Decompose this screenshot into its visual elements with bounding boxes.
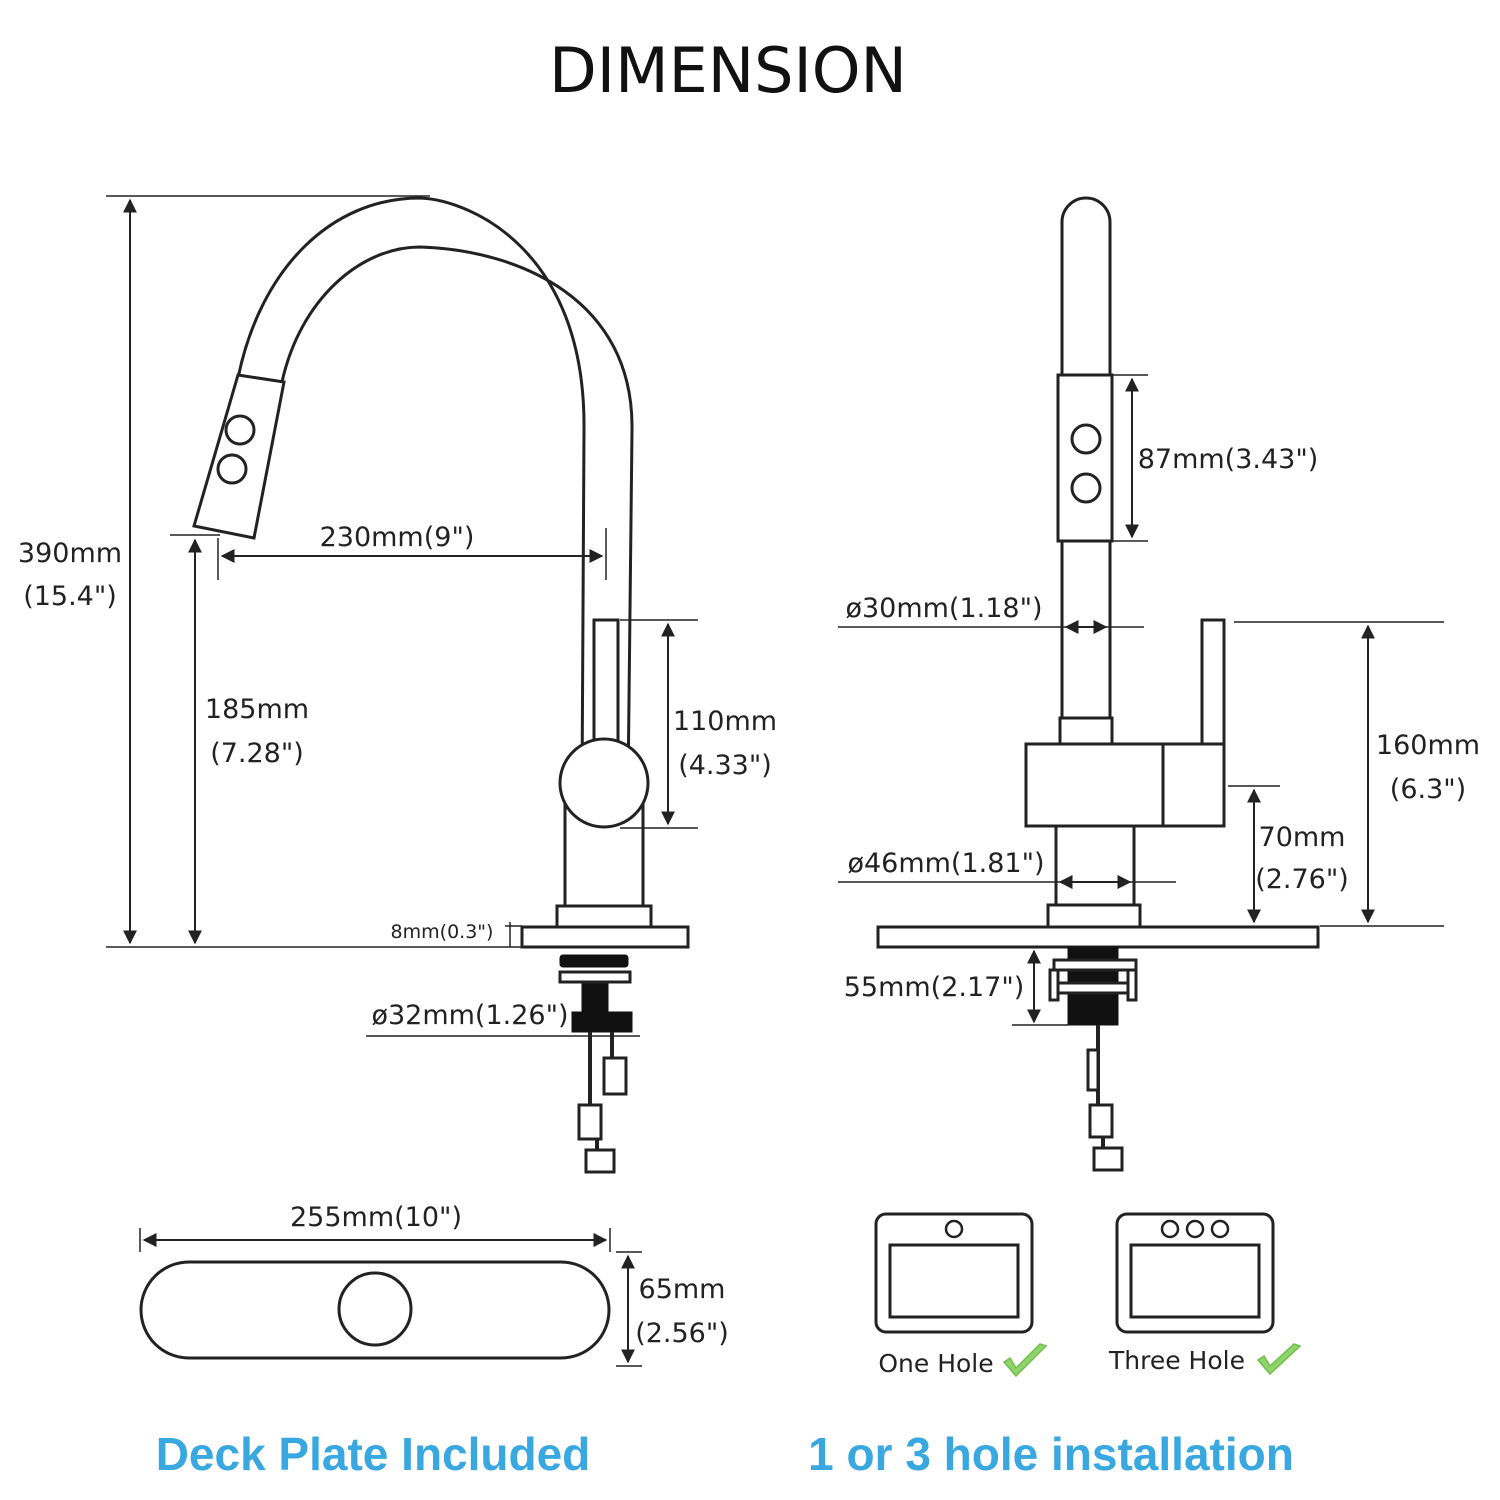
three-hole-check-icon: [1256, 1343, 1302, 1376]
lever-height-inch-label: (6.3"): [1390, 774, 1466, 805]
base-diameter-label: ø46mm(1.81"): [847, 848, 1044, 879]
deck-thickness-label: 8mm(0.3"): [391, 921, 494, 943]
three-hole-sink-icon: [1115, 1212, 1275, 1334]
deck-plate-caption: Deck Plate Included: [156, 1428, 591, 1480]
one-hole-check-icon: [1002, 1343, 1048, 1378]
spout-diameter-label: ø30mm(1.18"): [845, 593, 1042, 624]
side-view-faucet: [192, 196, 690, 1174]
spout-height-inch-label: (7.28"): [210, 738, 304, 769]
one-hole-sink-icon: [874, 1212, 1034, 1334]
sprayer-length-label: 87mm(3.43"): [1138, 444, 1319, 475]
deck-depth-label: 65mm: [639, 1274, 726, 1305]
deck-width-label: 255mm(10"): [290, 1202, 462, 1233]
deck-plate-drawing: [139, 1228, 642, 1367]
front-view-dimensions: [838, 374, 1444, 1026]
front-view-faucet: [876, 196, 1320, 1172]
body-height-inch-label: (2.76"): [1255, 864, 1349, 895]
handle-height-label: 110mm: [673, 706, 777, 737]
installation-caption: 1 or 3 hole installation: [808, 1428, 1294, 1480]
handle-height-inch-label: (4.33"): [678, 750, 772, 781]
three-hole-label: Three Hole: [1108, 1346, 1245, 1375]
total-height-inch-label: (15.4"): [23, 581, 117, 612]
lever-height-label: 160mm: [1376, 730, 1480, 761]
one-hole-label: One Hole: [878, 1349, 993, 1378]
shank-diameter-label: ø32mm(1.26"): [371, 1000, 568, 1031]
spout-height-label: 185mm: [205, 694, 309, 725]
shank-length-label: 55mm(2.17"): [844, 972, 1025, 1003]
reach-label: 230mm(9"): [320, 522, 475, 553]
body-height-label: 70mm: [1259, 822, 1346, 853]
total-height-label: 390mm: [18, 538, 122, 569]
deck-depth-inch-label: (2.56"): [635, 1318, 729, 1349]
page-title: DIMENSION: [549, 34, 907, 107]
side-view-dimensions: [106, 195, 698, 1037]
